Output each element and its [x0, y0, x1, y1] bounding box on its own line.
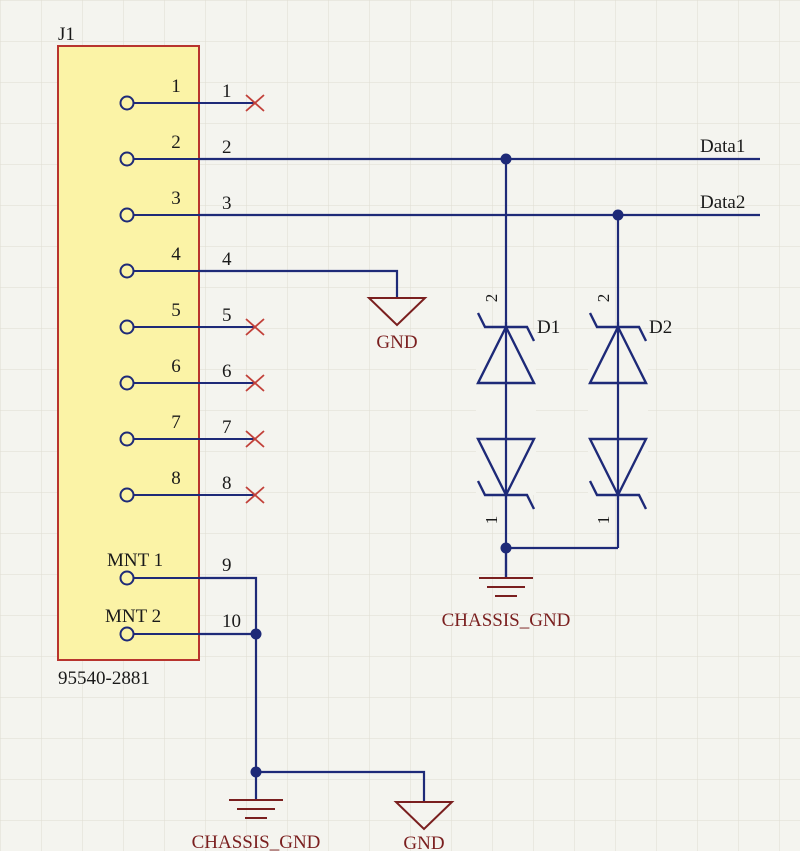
diode-d2-triangle-down [588, 437, 648, 498]
pin-label: 5 [171, 300, 181, 321]
diode-d2-pin-bottom: 1 [594, 516, 613, 525]
pin-number: 7 [222, 417, 232, 438]
pin-4-circle [119, 263, 135, 279]
pin-2-circle [119, 151, 135, 167]
pin-6-circle [119, 375, 135, 391]
diode-d1-bar-bottom [476, 480, 536, 510]
pin-mnt1-circle [119, 570, 135, 586]
no-connect-icon [245, 318, 265, 336]
pin-label: 4 [171, 244, 181, 265]
chassis-gnd-label-bottom: CHASSIS_GND [192, 832, 321, 851]
diode-d1-pin-bottom: 1 [482, 516, 501, 525]
pin-mnt2-circle [119, 626, 135, 642]
connector-body [57, 45, 200, 661]
chassis-gnd-label-right: CHASSIS_GND [442, 610, 571, 631]
no-connect-icon [245, 486, 265, 504]
connector-part-number: 95540-2881 [58, 668, 150, 689]
pin-label: 3 [171, 188, 181, 209]
connector-designator: J1 [58, 24, 75, 45]
junction-dot [500, 153, 512, 165]
diode-d2-bar-top [588, 312, 648, 342]
pin-labels: 1 2 3 4 5 6 7 8 MNT 1 MNT 2 [105, 76, 181, 627]
pin-number: 1 [222, 81, 232, 102]
pin-8-circle [119, 487, 135, 503]
diode-d1-triangle-down [476, 437, 536, 498]
pin-label: 2 [171, 132, 181, 153]
diode-d2-pin-top: 2 [594, 294, 613, 303]
diode-d1[interactable]: D1 2 1 [476, 294, 560, 525]
pin-7-circle [119, 431, 135, 447]
gnd-symbol-bottom[interactable]: GND [393, 801, 455, 851]
net-label-data2: Data2 [700, 192, 745, 213]
junction-dot [612, 209, 624, 221]
diode-d1-triangle-up [476, 324, 536, 385]
pin-numbers: 1 2 3 4 5 6 7 8 9 10 [222, 81, 241, 632]
pin-5-circle [119, 319, 135, 335]
pin-label: 8 [171, 468, 181, 489]
pin-1-circle [119, 95, 135, 111]
diode-d1-pin-top: 2 [482, 294, 501, 303]
no-connect-icon [245, 430, 265, 448]
diode-d1-bar-top [476, 312, 536, 342]
no-connect-icon [245, 374, 265, 392]
pin-label: 1 [171, 76, 181, 97]
chassis-gnd-symbol-bottom[interactable]: CHASSIS_GND [192, 799, 321, 851]
pin-number: 10 [222, 611, 241, 632]
pin-label: 6 [171, 356, 181, 377]
junction-dot [250, 628, 262, 640]
diode-d2[interactable]: D2 2 1 [588, 294, 672, 525]
pin-label: 7 [171, 412, 181, 433]
no-connect-markers [245, 94, 265, 504]
gnd-label-bottom: GND [403, 833, 444, 851]
gnd-symbol-upper[interactable]: GND [366, 297, 428, 353]
gnd-label-upper: GND [376, 332, 417, 353]
no-connect-icon [245, 94, 265, 112]
pin-number: 8 [222, 473, 232, 494]
pin-number: 4 [222, 249, 232, 270]
gnd-icon [393, 801, 455, 831]
junction-dot [250, 766, 262, 778]
connector-pins [119, 95, 256, 642]
pin-label-mnt1: MNT 1 [107, 550, 163, 571]
pin-number: 5 [222, 305, 232, 326]
gnd-icon [366, 297, 428, 327]
pin-number: 2 [222, 137, 232, 158]
chassis-gnd-symbol-right[interactable]: CHASSIS_GND [442, 548, 571, 631]
pin-label-mnt2: MNT 2 [105, 606, 161, 627]
pin-number: 6 [222, 361, 232, 382]
wire-mnt1-chassis [199, 576, 258, 800]
connector-j1[interactable]: J1 95540-2881 [57, 24, 200, 689]
net-label-data1: Data1 [700, 136, 745, 157]
wire-chassis-gnd-link [256, 770, 426, 802]
diode-d2-designator: D2 [649, 317, 672, 338]
diode-d2-bar-bottom [588, 480, 648, 510]
pin-number: 9 [222, 555, 232, 576]
junctions [250, 153, 624, 778]
pin-number: 3 [222, 193, 232, 214]
diode-d2-triangle-up [588, 324, 648, 385]
pin-3-circle [119, 207, 135, 223]
wire-pin4-gnd [199, 269, 399, 298]
diode-d1-designator: D1 [537, 317, 560, 338]
